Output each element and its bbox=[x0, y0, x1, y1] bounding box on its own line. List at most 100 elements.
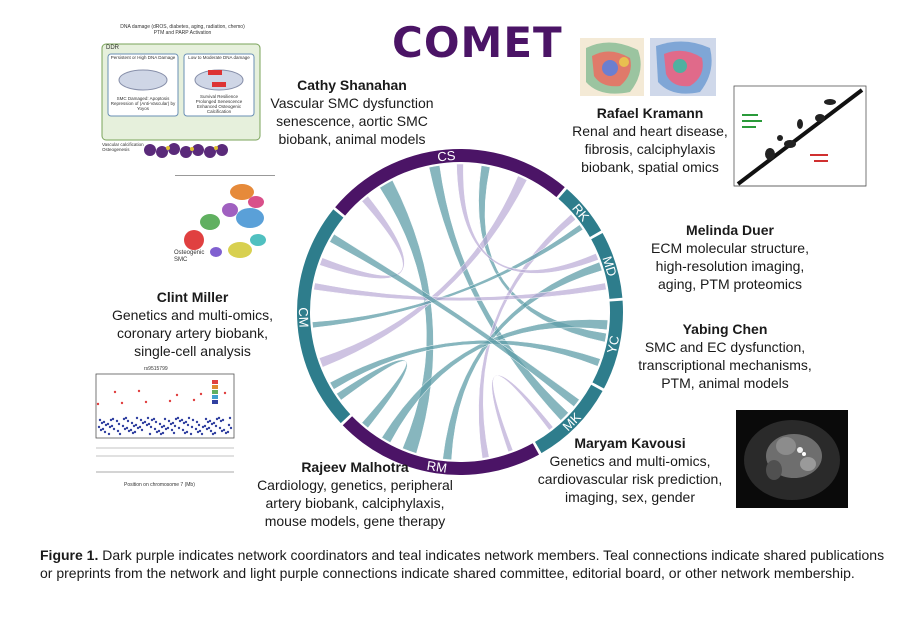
ring-segment-md bbox=[591, 232, 623, 299]
locus-point bbox=[189, 432, 193, 436]
locus-point bbox=[149, 425, 153, 429]
locus-point bbox=[148, 432, 152, 436]
chord-link-md-rm bbox=[442, 261, 603, 461]
locus-point bbox=[199, 392, 203, 396]
locus-point bbox=[200, 432, 204, 436]
locus-point bbox=[96, 402, 100, 406]
locus-point bbox=[207, 426, 211, 430]
ring-segment-rk bbox=[558, 188, 602, 237]
locus-point bbox=[182, 421, 186, 425]
ddr-right-result: Survival Resilience Prolonged Senescence… bbox=[195, 94, 243, 114]
member-description: SMC and EC dysfunction, transcriptional … bbox=[638, 339, 812, 391]
member-description: Genetics and multi-omics, cardiovascular… bbox=[537, 453, 723, 505]
thumbnail-divider bbox=[175, 175, 275, 176]
locus-point bbox=[118, 432, 122, 436]
locus-point bbox=[153, 427, 157, 431]
locus-point bbox=[139, 418, 143, 422]
locus-point bbox=[204, 417, 208, 421]
ring-label-rm: RM bbox=[426, 458, 448, 476]
locus-point bbox=[174, 417, 178, 421]
locus-point bbox=[191, 418, 195, 422]
locus-point bbox=[192, 398, 196, 402]
chord-ring bbox=[296, 149, 623, 476]
locus-point bbox=[124, 416, 128, 420]
locus-point bbox=[102, 420, 106, 424]
locus-point bbox=[183, 431, 187, 435]
locus-point bbox=[185, 430, 189, 434]
locus-point bbox=[175, 393, 179, 397]
locus-point bbox=[197, 423, 201, 427]
ddr-top-text: DNA damage (dROS, diabetes, aging, radia… bbox=[120, 24, 245, 36]
locus-point bbox=[154, 420, 158, 424]
umap-thumbnail: Osteogenic SMC bbox=[170, 180, 280, 272]
locus-point bbox=[208, 419, 212, 423]
locus-point bbox=[229, 426, 233, 430]
locus-point bbox=[159, 432, 163, 436]
chord-link-rk-cm bbox=[312, 224, 584, 329]
member-name: Yabing Chen bbox=[682, 321, 768, 337]
locus-point bbox=[112, 427, 116, 431]
locus-point bbox=[107, 432, 111, 436]
ring-segment-rm bbox=[342, 416, 540, 476]
locus-point bbox=[155, 430, 159, 434]
caption-label: Figure 1. bbox=[40, 547, 99, 563]
locus-point bbox=[214, 424, 218, 428]
logo-text: COMET bbox=[392, 18, 563, 67]
locus-point bbox=[227, 423, 231, 427]
locus-point bbox=[125, 426, 129, 430]
ring-label-cm: CM bbox=[296, 307, 312, 328]
locus-point bbox=[180, 418, 184, 422]
locus-point bbox=[158, 422, 162, 426]
locus-point bbox=[108, 425, 112, 429]
member-melinda-duer: Melinda Duer ECM molecular structure, hi… bbox=[640, 221, 820, 293]
locus-point bbox=[170, 428, 174, 432]
locus-point bbox=[152, 417, 156, 421]
locus-point bbox=[120, 401, 124, 405]
member-name: Cathy Shanahan bbox=[297, 77, 407, 93]
ring-label-yc: YC bbox=[604, 334, 622, 355]
locus-point bbox=[113, 390, 117, 394]
locus-point bbox=[221, 418, 225, 422]
member-description: Renal and heart disease, fibrosis, calci… bbox=[572, 123, 728, 175]
locus-point bbox=[160, 425, 164, 429]
ddr-left-result: SMC Damaged: Apoptosis Repression of (An… bbox=[110, 96, 176, 111]
member-cathy-shanahan: Cathy Shanahan Vascular SMC dysfunction … bbox=[262, 76, 442, 148]
locus-point bbox=[218, 426, 222, 430]
locus-point bbox=[171, 421, 175, 425]
member-clint-miller: Clint Miller Genetics and multi-omics, c… bbox=[100, 288, 285, 360]
chord-link-cs-md bbox=[456, 163, 599, 274]
chord-link-cs-cm bbox=[319, 175, 528, 368]
locus-point bbox=[220, 429, 224, 433]
locus-point bbox=[186, 423, 190, 427]
locus-point bbox=[131, 431, 135, 435]
member-rafael-kramann: Rafael Kramann Renal and heart disease, … bbox=[560, 104, 740, 176]
locus-point bbox=[145, 423, 149, 427]
locus-point bbox=[150, 418, 154, 422]
ring-segment-cs bbox=[335, 149, 565, 216]
locus-point bbox=[228, 416, 232, 420]
locus-point bbox=[215, 417, 219, 421]
locus-point bbox=[222, 428, 226, 432]
locus-point bbox=[143, 420, 147, 424]
locus-point bbox=[210, 422, 214, 426]
member-name: Rajeev Malhotra bbox=[301, 459, 409, 475]
locus-point bbox=[146, 416, 150, 420]
locus-point bbox=[117, 422, 121, 426]
ddr-bottom-text: Vascular calcification Osteogenesis bbox=[102, 142, 144, 152]
member-description: Cardiology, genetics, peripheral artery … bbox=[257, 477, 453, 529]
locus-point bbox=[178, 419, 182, 423]
nmr-spectrum-thumbnail bbox=[730, 84, 880, 196]
locus-point bbox=[141, 421, 145, 425]
locus-point bbox=[104, 423, 108, 427]
locus-point bbox=[98, 418, 102, 422]
locus-point bbox=[211, 432, 215, 436]
locus-point bbox=[127, 429, 131, 433]
locus-point bbox=[130, 421, 134, 425]
locus-point bbox=[106, 422, 110, 426]
locus-point bbox=[138, 425, 142, 429]
locus-point bbox=[194, 427, 198, 431]
locus-point bbox=[164, 427, 168, 431]
ct-scan-thumbnail bbox=[736, 410, 848, 508]
locus-point bbox=[195, 420, 199, 424]
